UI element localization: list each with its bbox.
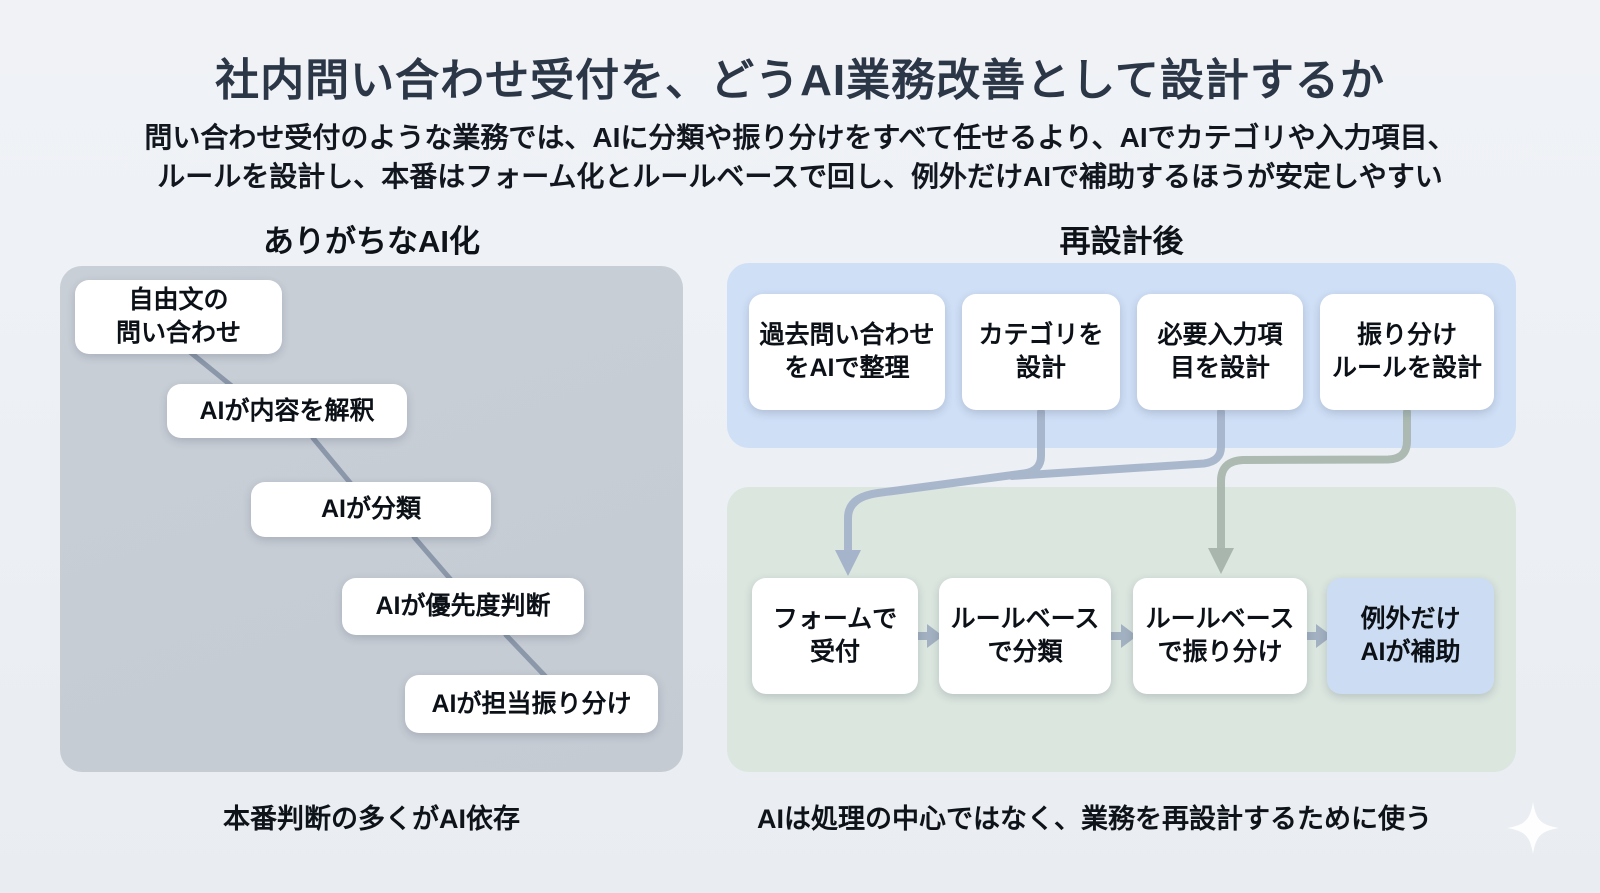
design-label: 振り分け xyxy=(1356,321,1457,349)
page-title: 社内問い合わせ受付を、どうAI業務改善として設計するか xyxy=(215,56,1385,105)
ops-label: 例外だけ xyxy=(1360,605,1461,633)
left-caption: 本番判断の多くがAI依存 xyxy=(223,804,520,834)
ops-label: で振り分け xyxy=(1157,638,1283,666)
step-label: AIが内容を解釈 xyxy=(199,396,375,425)
step-label: AIが分類 xyxy=(320,495,421,523)
design-box-required-fields: 必要入力項 目を設計 xyxy=(1137,294,1303,410)
step-ai-prioritizes: AIが優先度判断 xyxy=(342,578,584,635)
design-label: ルールを設計 xyxy=(1331,354,1482,382)
design-label: 過去問い合わせ xyxy=(759,321,935,349)
step-label: AIが担当振り分け xyxy=(431,689,632,718)
ops-label: で分類 xyxy=(987,638,1063,666)
sparkle-icon xyxy=(1507,802,1559,854)
step-label: 自由文の xyxy=(128,286,229,314)
ops-box-rule-based-classify: ルールベース で分類 xyxy=(939,578,1111,694)
step-free-text-inquiry: 自由文の 問い合わせ xyxy=(75,280,282,354)
subtitle-line-2: ルールを設計し、本番はフォーム化とルールベースで回し、例外だけAIで補助するほう… xyxy=(157,161,1443,192)
step-ai-classifies: AIが分類 xyxy=(251,482,491,537)
design-box-organize-past-inquiries: 過去問い合わせ をAIで整理 xyxy=(749,294,945,410)
ops-box-rule-based-routing: ルールベース で振り分け xyxy=(1133,578,1307,694)
design-box-routing-rules: 振り分け ルールを設計 xyxy=(1320,294,1494,410)
design-label: をAIで整理 xyxy=(784,354,910,382)
design-label: 目を設計 xyxy=(1169,354,1270,382)
design-label: カテゴリを xyxy=(978,321,1104,349)
design-box-categories: カテゴリを 設計 xyxy=(962,294,1120,410)
design-label: 必要入力項 xyxy=(1157,321,1283,349)
right-caption: AIは処理の中心ではなく、業務を再設計するために使う xyxy=(757,804,1432,834)
ops-label: フォームで xyxy=(772,605,898,633)
ops-box-form-intake: フォームで 受付 xyxy=(752,578,918,694)
subtitle-line-1: 問い合わせ受付のような業務では、AIに分類や振り分けをすべて任せるより、AIでカ… xyxy=(144,122,1456,153)
ops-label: ルールベース xyxy=(1145,605,1295,633)
design-label: 設計 xyxy=(1015,354,1066,382)
step-label: AIが優先度判断 xyxy=(375,592,551,620)
ops-label: AIが補助 xyxy=(1360,638,1461,666)
ops-label: 受付 xyxy=(809,638,860,666)
step-ai-interprets: AIが内容を解釈 xyxy=(167,384,407,438)
right-column-header: 再設計後 xyxy=(1059,224,1184,259)
left-column-header: ありがちなAI化 xyxy=(263,224,480,259)
step-ai-assigns: AIが担当振り分け xyxy=(405,675,658,733)
ops-label: ルールベース xyxy=(950,605,1100,633)
ops-box-ai-assists-exceptions: 例外だけ AIが補助 xyxy=(1327,578,1494,694)
step-label: 問い合わせ xyxy=(115,319,241,347)
page-subtitle: 問い合わせ受付のような業務では、AIに分類や振り分けをすべて任せるより、AIでカ… xyxy=(0,118,1600,196)
